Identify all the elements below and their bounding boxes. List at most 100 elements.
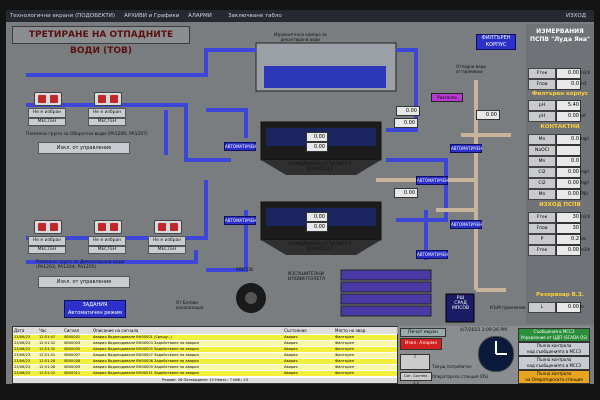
sound-icon[interactable]: ♪ [400,354,430,370]
alarm-col-signal: Сигнал [63,327,93,334]
pump-bottom-2-status[interactable]: Не е избран [88,236,126,246]
alarm-cell: 23/06/23 [14,359,31,363]
thickener-2-value-1: 0.00 [306,132,328,142]
alarm-col-time: Час [38,327,64,334]
alarm-col-date: Дата [13,327,39,334]
menu-archive[interactable]: АРХИВИ и Графики [124,13,180,19]
blue-pipes [26,48,448,272]
alarm-cell: 23/06/23 [14,347,31,351]
pump-bottom-2-mode[interactable]: МЕСТЕН [88,246,126,254]
section-reservoir: Резервоар В.З. [536,292,584,298]
valve-auto-4[interactable]: АВТОМАТИЧЕН [416,176,448,185]
section-filter-housing: Филтърен корпус [531,91,589,97]
pump-bottom-1-status[interactable]: Не е избран [28,236,66,246]
thickener-2-cone [261,160,381,175]
menu-lock[interactable]: Заключване табло [228,13,282,19]
pump-bottom-control-button[interactable]: Изкл. от управление [38,276,130,288]
alarm-cell: Авария Водоподаване ВН00007 Задействане … [93,353,199,357]
pump-top-1[interactable] [34,92,62,106]
alarm-cell: Фалтърен [335,347,355,351]
pump-top-1-mode[interactable]: МЕСТЕН [28,118,66,126]
pump-bottom-group-label: Помпена група за Декантирани води (PA120… [36,260,125,270]
alarm-cell: Авария [284,359,298,363]
alarm-cell: 12:51:26 [39,365,56,369]
pump-bottom-2[interactable] [94,220,122,234]
section-output: ИЗХОД ПСПВ [539,202,581,208]
valve-auto-6[interactable]: АВТОМАТИЧЕН [416,250,448,259]
alarm-cell: SB00001 [64,335,81,339]
alarm-footer: Редове: 26 Потвърдени: 15 Неизч.: 7 Изб.… [13,378,397,383]
valve-auto-3[interactable]: АВТОМАТИЧЕН [450,144,482,153]
alarm-cell: Фалтърен [335,353,355,357]
mpsov-label: МПСОВ [236,268,254,273]
pump-bottom-3-status[interactable]: Не е избран [148,236,186,246]
pump-top-1-status[interactable]: Не е избран [28,108,66,118]
alarm-cell: Авария Водоподаване ВН00005 Задействане … [93,347,199,351]
to-receiver-label: КЪМ приемник [490,306,526,311]
bottom-bar: Дата Час Сигнал Описание на сигнала Съст… [12,326,590,384]
scada-screen: Технологични екрани (ПОДОБЕКТИ) АРХИВИ и… [6,10,594,384]
measure-row-6: NaOCl [528,145,592,156]
msg-button-3[interactable]: Пълна контрола над съобщенията в МССЗ [518,356,590,370]
pump-bottom-3[interactable] [154,220,182,234]
menu-exit[interactable]: ИЗХОД [566,13,587,19]
pump-top-2[interactable] [94,92,122,106]
alarm-cell: 23/06/23 [14,365,31,369]
equalization-tank-water [264,66,386,88]
valve-auto-2[interactable]: АВТОМАТИЧЕН [224,216,256,225]
msg-button-1[interactable]: Съобщения в МССЗ Управление от ЦДП (SCAD… [518,328,590,342]
tasks-auto-button[interactable]: ЗАДАНИЯ Автоматичен режим [64,300,126,318]
menu-tech-screens[interactable]: Технологични екрани (ПОДОБЕКТИ) [10,13,115,19]
msg-button-2[interactable]: Пълна контрола над съобщенията в МССЗ [518,342,590,356]
valve-auto-1[interactable]: АВТОМАТИЧЕН [224,142,256,151]
sig-system-button[interactable]: Сиг. Систем. 1.2 [400,372,432,384]
menu-alarms[interactable]: АЛАРМИ [188,13,212,19]
thickener-2-label: КОМБИНИРАН СГЪСТИТЕЛ КОНУСЕН 2 [289,162,352,172]
flow-value-3: 0.00 [394,118,418,128]
alarm-cell: SB00011 [64,371,81,375]
thickener-1-label: КОМБИНИРАН СГЪСТИТЕЛ КОНУСЕН 1 [289,242,352,252]
pump-top-2-mode[interactable]: МЕСТЕН [88,118,126,126]
datetime-display: 4/7/2023 3:09:26 PM [460,328,508,333]
alarm-table[interactable]: Дата Час Сигнал Описание на сигнала Съст… [12,326,398,384]
pump-top-control-button[interactable]: Изкл. от управление [38,142,130,154]
alarm-cell: Авария Водоподаване ВН00009 Задействане … [93,365,199,369]
clock-icon [478,336,514,372]
pump-bottom-1-mode[interactable]: МЕСТЕН [28,246,66,254]
alarm-off-button[interactable]: Изкл. Аларма [400,338,442,350]
pump-bottom-1[interactable] [34,220,62,234]
alarm-cell: Авария [284,371,298,375]
alarm-cell: Фалтърен [335,365,355,369]
alarm-cell: Фалтърен [335,359,355,363]
page-title: ТРЕТИРАНЕ НА ОТПАДНИТЕ ВОДИ (ТОВ) [12,26,190,56]
alarm-cell: Авария Водоподаване ВН00011 Задействане … [93,371,199,375]
print-screen-button[interactable]: Печат екран [400,328,446,337]
alarm-cell: Авария [284,347,298,351]
filter-housing-button[interactable]: ФИЛТЪРЕН КОРПУС [476,34,516,50]
alarm-cell: Фалтърен [335,341,355,345]
alarm-cell: Авария Водоподаване ВН00008 Задействане … [93,359,199,363]
pump-top-2-status[interactable]: Не е избран [88,108,126,118]
valve-auto-5[interactable]: АВТОМАТИЧЕН [450,220,482,229]
alarm-cell: Авария [284,341,298,345]
pump-bottom-3-mode[interactable]: МЕСТЕН [148,246,186,254]
top-menu-bar: Технологични екрани (ПОДОБЕКТИ) АРХИВИ и… [6,10,594,22]
thickener-1-cone [261,240,381,255]
msg-button-4[interactable]: Пълна контрола на Операторската станция [518,370,590,384]
thickener-1-value-1: 0.00 [306,212,328,222]
